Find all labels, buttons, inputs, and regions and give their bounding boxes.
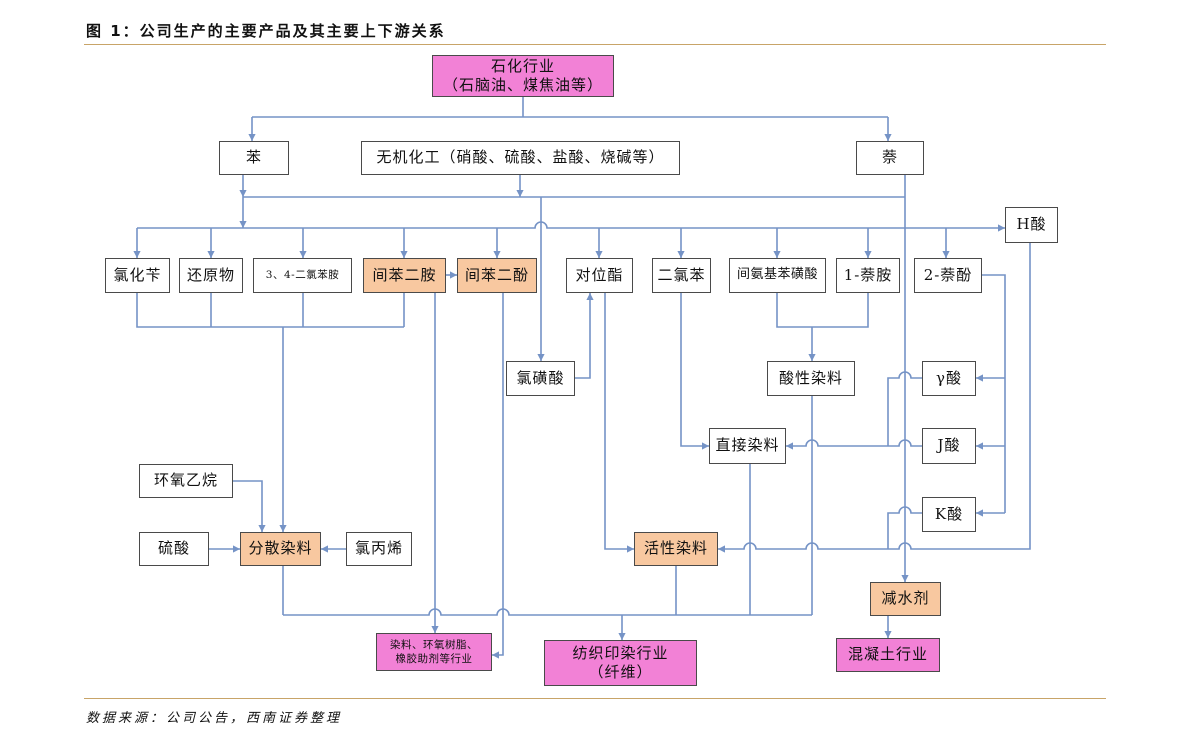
arrowhead bbox=[942, 251, 950, 258]
arrowhead bbox=[207, 251, 215, 258]
arrowhead bbox=[627, 545, 634, 553]
node-chlorosulfonic-acid: 氯磺酸 bbox=[506, 361, 575, 396]
edge-dye-bus bbox=[283, 608, 812, 616]
arrowhead bbox=[998, 224, 1005, 232]
node-acid-dyes: 酸性染料 bbox=[767, 361, 855, 396]
arrowhead bbox=[677, 251, 685, 258]
node-concrete-industry: 混凝土行业 bbox=[836, 638, 940, 672]
edge-disperse-collector bbox=[136, 293, 404, 328]
node-j-acid: J酸 bbox=[922, 428, 976, 464]
node-reductant: 还原物 bbox=[179, 258, 243, 293]
node-naphthylamine: 1-萘胺 bbox=[836, 258, 900, 293]
node-allyl-chloride: 氯丙烯 bbox=[346, 532, 412, 566]
arrowhead bbox=[976, 374, 983, 382]
arrowhead bbox=[239, 221, 247, 228]
edge-naphthol-bus bbox=[982, 274, 1006, 513]
arrowhead bbox=[718, 545, 725, 553]
edge-j-to-direct bbox=[786, 439, 922, 447]
edge-dcb-to-direct bbox=[680, 293, 709, 447]
edge-gamma-to-direct bbox=[887, 371, 922, 446]
node-h-acid: H酸 bbox=[1005, 207, 1058, 243]
arrowhead bbox=[808, 354, 816, 361]
node-label-line2: （纤维） bbox=[588, 663, 653, 681]
arrowhead bbox=[976, 509, 983, 517]
node-label-line2: 橡胶助剂等行业 bbox=[395, 653, 473, 665]
arrowhead bbox=[595, 251, 603, 258]
arrowhead bbox=[702, 442, 709, 450]
arrowhead bbox=[450, 271, 457, 279]
node-label-line2: （石脑油、煤焦油等） bbox=[442, 76, 603, 94]
arrowhead bbox=[248, 134, 256, 141]
arrowhead bbox=[537, 354, 545, 361]
edge-k-to-reactive bbox=[887, 506, 922, 549]
node-para-ester: 对位酯 bbox=[566, 258, 633, 293]
arrowhead bbox=[884, 134, 892, 141]
node-petrochemical-industry: 石化行业 （石脑油、煤焦油等） bbox=[432, 55, 614, 97]
arrowhead bbox=[516, 190, 524, 197]
node-naphthalene: 萘 bbox=[856, 141, 924, 175]
arrowhead bbox=[786, 442, 793, 450]
node-gamma-acid: γ酸 bbox=[922, 361, 976, 396]
arrowhead bbox=[864, 251, 872, 258]
arrowhead bbox=[400, 251, 408, 258]
node-metanilic-acid: 间氨基苯磺酸 bbox=[729, 258, 826, 293]
edge-chlorosulfonic-to-ester bbox=[575, 293, 591, 379]
arrowhead bbox=[279, 525, 287, 532]
edge-eo-to-disperse bbox=[233, 480, 263, 532]
node-reactive-dyes: 活性染料 bbox=[634, 532, 718, 566]
arrowhead bbox=[884, 631, 892, 638]
arrowhead bbox=[492, 651, 499, 659]
edge-resorcinol-to-resin-industry bbox=[492, 293, 504, 656]
top-rule bbox=[84, 44, 1106, 45]
arrowhead bbox=[431, 626, 439, 633]
figure-title: 图 1：公司生产的主要产品及其主要上下游关系 bbox=[86, 22, 446, 40]
node-label-line1: 纺织印染行业 bbox=[572, 643, 669, 662]
node-direct-dyes: 直接染料 bbox=[709, 428, 786, 464]
node-dichlorobenzene: 二氯苯 bbox=[652, 258, 711, 293]
node-ethylene-oxide: 环氧乙烷 bbox=[139, 464, 233, 498]
node-inorganic-chemicals: 无机化工（硝酸、硫酸、盐酸、烧碱等） bbox=[361, 141, 680, 175]
node-k-acid: K酸 bbox=[922, 497, 976, 532]
arrowhead bbox=[299, 251, 307, 258]
node-label-line1: 染料、环氧树脂、 bbox=[390, 638, 478, 651]
edge-intermediate-bus bbox=[137, 221, 1005, 229]
node-benzyl-chloride: 氯化苄 bbox=[105, 258, 170, 293]
node-disperse-dyes: 分散染料 bbox=[240, 532, 321, 566]
node-naphthol: 2-萘酚 bbox=[914, 258, 982, 293]
arrowhead bbox=[901, 575, 909, 582]
node-resorcinol: 间苯二酚 bbox=[457, 258, 537, 293]
edge-acid-collector bbox=[776, 293, 869, 328]
arrowhead bbox=[233, 545, 240, 553]
node-textile-industry: 纺织印染行业 （纤维） bbox=[544, 640, 697, 686]
node-label-line1: 石化行业 bbox=[490, 56, 555, 75]
node-water-reducer: 减水剂 bbox=[870, 582, 941, 616]
arrowhead bbox=[493, 251, 501, 258]
source-note: 数据来源：公司公告，西南证券整理 bbox=[86, 711, 343, 726]
arrowhead bbox=[976, 442, 983, 450]
arrowhead bbox=[239, 190, 247, 197]
arrowhead bbox=[773, 251, 781, 258]
arrowhead bbox=[586, 293, 594, 300]
arrowhead bbox=[133, 251, 141, 258]
edge-ester-to-reactive bbox=[604, 293, 634, 550]
arrowhead bbox=[258, 525, 266, 532]
arrowhead bbox=[618, 633, 626, 640]
node-benzene: 苯 bbox=[219, 141, 289, 175]
node-sulfuric-acid: 硫酸 bbox=[139, 532, 209, 566]
node-dichloroaniline: 3、4-二氯苯胺 bbox=[253, 258, 352, 293]
node-dye-resin-rubber-industry: 染料、环氧树脂、 橡胶助剂等行业 bbox=[376, 633, 492, 671]
node-m-phenylenediamine: 间苯二胺 bbox=[363, 258, 446, 293]
bottom-rule bbox=[84, 698, 1106, 699]
arrowhead bbox=[321, 545, 328, 553]
